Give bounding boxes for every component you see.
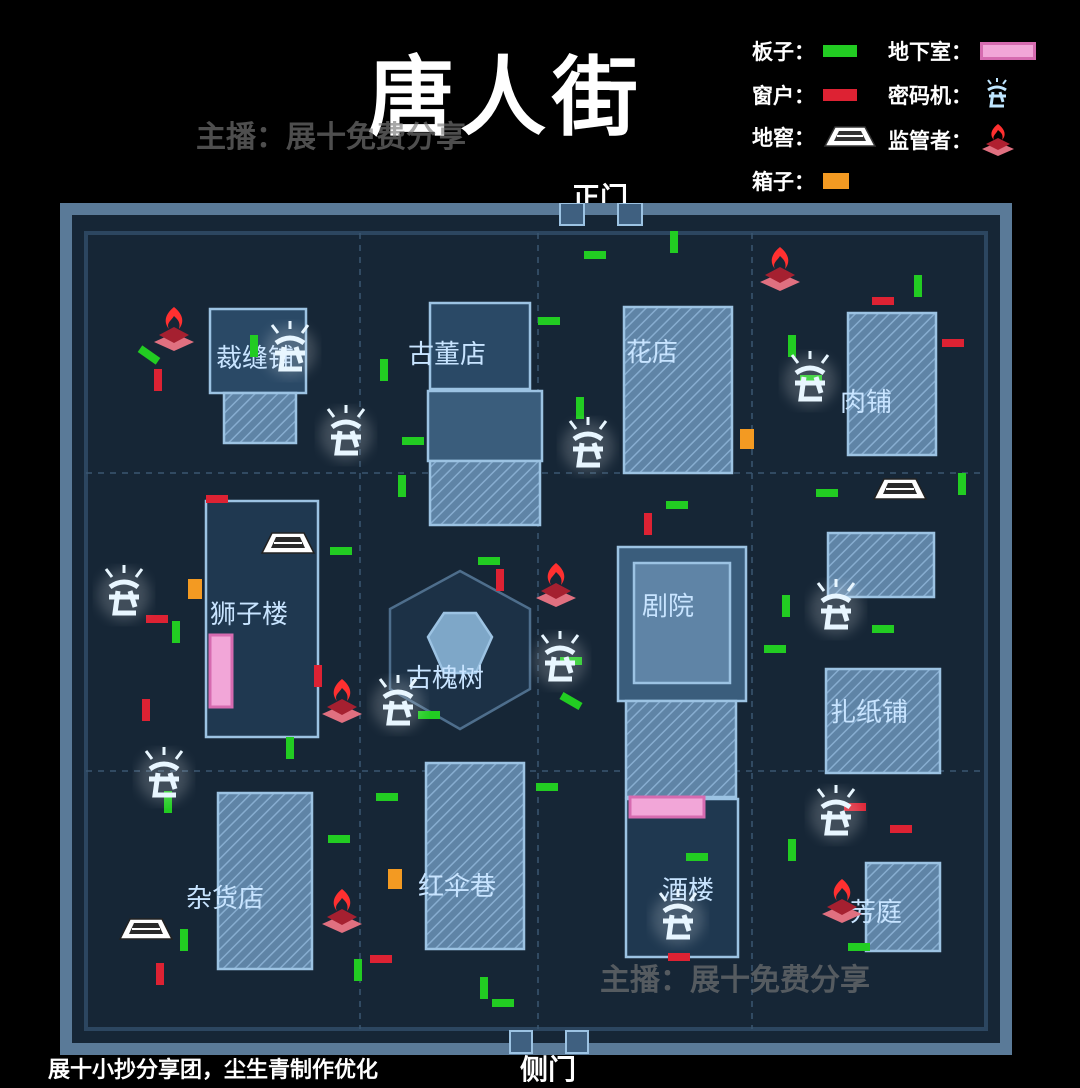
- legend-box-label: 箱子：: [752, 170, 815, 194]
- board: [180, 929, 188, 951]
- board: [418, 711, 440, 719]
- board-swatch: [823, 45, 857, 57]
- board: [816, 489, 838, 497]
- legend-cipher: 密码机：: [888, 78, 1014, 112]
- board: [584, 251, 606, 259]
- box-swatch: [823, 173, 849, 189]
- window: [154, 369, 162, 391]
- building-flower: [622, 305, 734, 475]
- boxes: [188, 429, 754, 889]
- board: [172, 621, 180, 643]
- board: [958, 473, 966, 495]
- legend-cipher-label: 密码机：: [888, 84, 972, 108]
- window: [142, 699, 150, 721]
- box: [188, 579, 202, 599]
- legend-board: 板子：: [752, 36, 857, 66]
- board: [914, 275, 922, 297]
- gate-bottom-label: 侧门: [520, 1053, 577, 1086]
- label-butcher: 肉铺: [840, 388, 892, 418]
- board: [788, 335, 796, 357]
- label-lion: 狮子楼: [210, 600, 288, 630]
- board: [670, 231, 678, 253]
- legend-board-label: 板子：: [752, 40, 815, 64]
- board: [478, 557, 500, 565]
- board: [538, 317, 560, 325]
- board: [137, 345, 161, 365]
- gate-top: [559, 203, 643, 226]
- basement: [208, 633, 234, 709]
- box: [740, 429, 754, 449]
- label-grocery: 杂货店: [186, 884, 264, 914]
- label-theater: 剧院: [642, 592, 694, 622]
- map-title: 唐人街: [368, 48, 644, 148]
- legend-window: 窗户：: [752, 80, 857, 110]
- window-swatch: [823, 89, 857, 101]
- legend-box: 箱子：: [752, 166, 849, 196]
- window: [872, 297, 894, 305]
- board: [328, 835, 350, 843]
- board: [402, 437, 424, 445]
- building-antique: [428, 301, 532, 391]
- basements: [208, 633, 706, 819]
- hunter-icon: [982, 124, 1014, 156]
- board: [666, 501, 688, 509]
- window: [942, 339, 964, 347]
- board: [788, 839, 796, 861]
- window: [206, 495, 228, 503]
- board: [354, 959, 362, 981]
- legend-hatch: 地窖：: [752, 122, 877, 152]
- cipher-machine-icon: [987, 78, 1007, 108]
- gate-bottom: [509, 1030, 589, 1054]
- legend-window-label: 窗户：: [752, 84, 815, 108]
- board: [376, 793, 398, 801]
- board: [250, 335, 258, 357]
- watermark-top: 主播：展十免费分享: [196, 120, 466, 155]
- board: [330, 547, 352, 555]
- box: [388, 869, 402, 889]
- legend-hatch-label: 地窖：: [752, 126, 815, 150]
- basement: [628, 795, 706, 819]
- board: [492, 999, 514, 1007]
- board: [380, 359, 388, 381]
- legend-hunter: 监管者：: [888, 122, 1016, 158]
- board: [559, 692, 583, 710]
- label-antique: 古董店: [408, 340, 486, 370]
- window: [146, 615, 168, 623]
- map-area: 裁缝铺 古董店 花店 肉铺 狮子楼 古槐树 剧院 扎纸铺 杂货店 红伞巷 酒楼 …: [60, 203, 1012, 1055]
- legend-basement-label: 地下室：: [888, 40, 972, 64]
- hatch-icon: [823, 126, 877, 147]
- board: [480, 977, 488, 999]
- window: [668, 953, 690, 961]
- building-garden: [864, 861, 942, 953]
- board: [872, 625, 894, 633]
- basement-swatch: [980, 42, 1036, 60]
- board: [782, 595, 790, 617]
- building-umbrella: [424, 761, 526, 951]
- label-umbrella: 红伞巷: [418, 872, 496, 902]
- board: [286, 737, 294, 759]
- label-tree: 古槐树: [406, 664, 484, 694]
- board: [536, 783, 558, 791]
- board: [686, 853, 708, 861]
- label-flower: 花店: [626, 338, 678, 368]
- board: [398, 475, 406, 497]
- label-paper: 扎纸铺: [830, 698, 908, 728]
- window: [644, 513, 652, 535]
- building-butcher: [846, 311, 938, 457]
- window: [314, 665, 322, 687]
- legend-hunter-label: 监管者：: [888, 129, 972, 153]
- board: [576, 397, 584, 419]
- window: [156, 963, 164, 985]
- board: [764, 645, 786, 653]
- window: [370, 955, 392, 963]
- credit-text: 展十小抄分享团，尘生青制作优化: [48, 1058, 379, 1083]
- window: [890, 825, 912, 833]
- board: [848, 943, 870, 951]
- building-grocery: [216, 791, 314, 971]
- watermark-bottom: 主播：展十免费分享: [600, 963, 870, 998]
- window: [496, 569, 504, 591]
- legend-basement: 地下室：: [888, 36, 1036, 66]
